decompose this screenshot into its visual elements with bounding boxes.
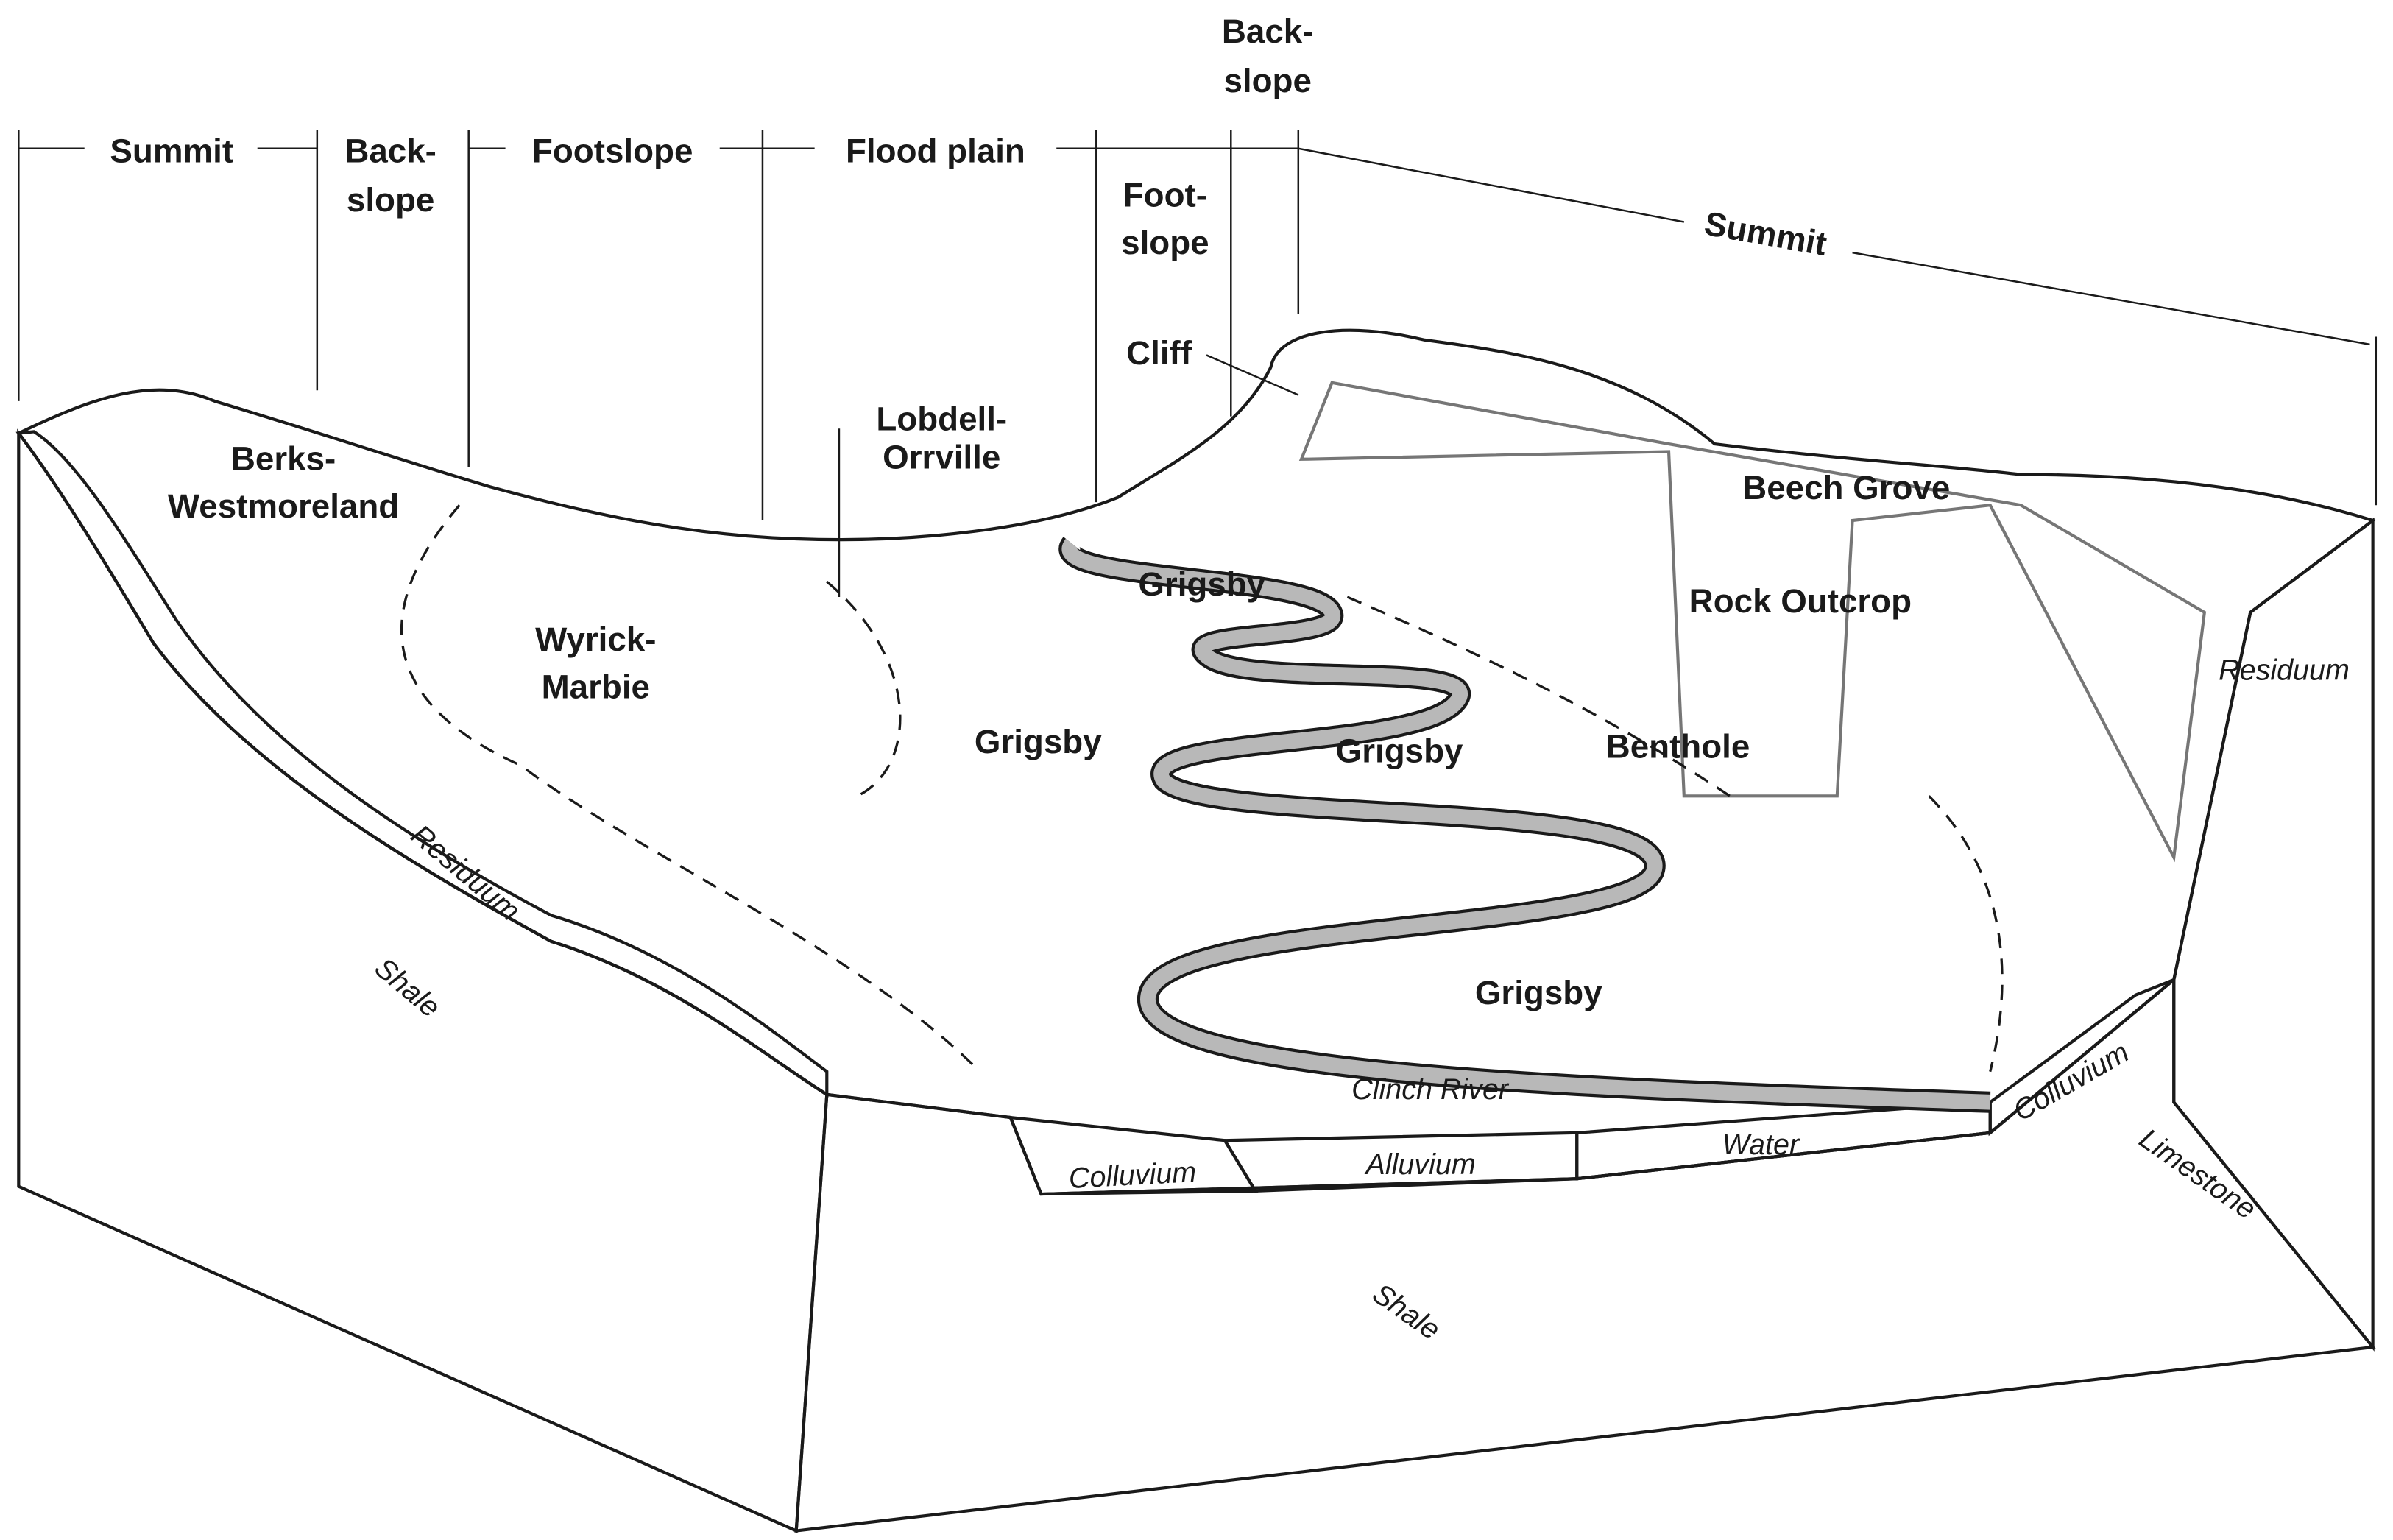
- colluvium-right-label: Colluvium: [2008, 1036, 2135, 1128]
- clinch-river-label: Clinch River: [1351, 1073, 1510, 1106]
- front-face-shale: [794, 976, 2376, 1533]
- shale-front-label: Shale: [1367, 1277, 1446, 1346]
- scale-backslope-top-2: slope: [1223, 62, 1311, 99]
- soil-rock-outcrop: Rock Outcrop: [1689, 582, 1912, 620]
- scale-summit-left: Summit: [110, 132, 233, 169]
- soil-wyrick-1: Wyrick-: [535, 621, 656, 658]
- water-label: Water: [1722, 1128, 1800, 1161]
- colluvium-left-label: Colluvium: [1068, 1156, 1197, 1195]
- scale-backslope-left-2: slope: [347, 181, 434, 219]
- scale-backslope-left-1: Back-: [344, 132, 436, 169]
- scale-backslope-top-1: Back-: [1222, 13, 1314, 50]
- soil-wyrick-2: Marbie: [542, 668, 650, 705]
- soil-grigsby: Grigsby: [1475, 974, 1602, 1011]
- scale-footslope-right-2: slope: [1121, 224, 1209, 261]
- limestone-label: Limestone: [2133, 1122, 2262, 1226]
- scale-footslope-left: Footslope: [532, 132, 693, 169]
- shale-left-label: Shale: [369, 951, 447, 1024]
- colluvium-right-layer: [1988, 978, 2175, 1137]
- soil-grigsby: Grigsby: [1138, 565, 1265, 603]
- alluvium-label: Alluvium: [1365, 1148, 1476, 1181]
- soil-beech-grove: Beech Grove: [1742, 469, 1950, 506]
- rock-outcrop: [1298, 381, 2207, 863]
- soil-benthole: Benthole: [1606, 727, 1750, 765]
- scale-flood-plain: Flood plain: [846, 132, 1025, 169]
- soil-berks-1: Berks-: [231, 439, 336, 477]
- soil-grigsby: Grigsby: [1336, 732, 1463, 770]
- scale-footslope-right-1: Foot-: [1123, 177, 1207, 214]
- cliff-label: Cliff: [1126, 334, 1192, 372]
- soil-lobdell-2: Orrville: [883, 438, 1000, 476]
- soil-grigsby: Grigsby: [975, 723, 1102, 760]
- slope-position-lines: [18, 130, 2378, 598]
- residuum-band: [15, 430, 829, 1098]
- scale-summit-right: Summit: [1702, 205, 1830, 263]
- soil-berks-2: Westmoreland: [168, 487, 399, 525]
- residuum-right-label: Residuum: [2219, 654, 2350, 686]
- soil-lobdell-1: Lobdell-: [876, 400, 1007, 437]
- limestone-face: [2172, 517, 2375, 1352]
- residuum-left-label: Residuum: [405, 819, 526, 928]
